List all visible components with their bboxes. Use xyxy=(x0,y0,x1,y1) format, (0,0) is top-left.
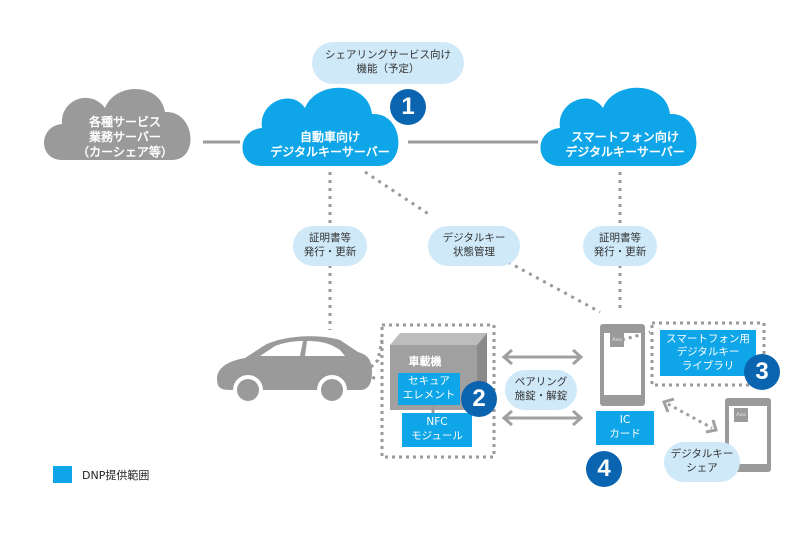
pairing-arrow-lower xyxy=(501,409,584,427)
cloud-auto-key-server-label: 自動車向け デジタルキーサーバー xyxy=(270,130,390,159)
app-icon-secondary: Aaa xyxy=(734,408,748,422)
share-arrow xyxy=(661,397,718,434)
legend: DNP提供範囲 xyxy=(53,466,149,483)
badge-4: 4 xyxy=(586,451,622,487)
badge-1: 1 xyxy=(390,89,426,125)
pill-key-state: デジタルキー 状態管理 xyxy=(428,226,520,266)
legend-label: DNP提供範囲 xyxy=(82,468,150,482)
cloud-auto-key-server xyxy=(242,87,399,166)
secure-element-box: セキュア エレメント xyxy=(398,373,460,405)
dotted-auto-to-keystate xyxy=(364,170,431,217)
pairing-arrow-upper xyxy=(501,348,584,366)
cloud-service-server xyxy=(44,88,191,160)
dotted-car-link-lower xyxy=(365,372,379,382)
pill-pairing: ペアリング 施錠・解錠 xyxy=(505,370,577,410)
ic-card-box: IC カード xyxy=(596,411,654,445)
legend-swatch xyxy=(53,466,72,483)
car-icon xyxy=(217,336,372,405)
dotted-car-link-upper xyxy=(364,339,384,374)
badge-3: 3 xyxy=(744,354,780,390)
cloud-smartphone-key-server-label: スマートフォン向け デジタルキーサーバー xyxy=(565,130,685,159)
badge-2: 2 xyxy=(461,381,497,417)
pill-cert-right: 証明書等 発行・更新 xyxy=(583,226,657,266)
pill-key-share: デジタルキー シェア xyxy=(664,442,740,482)
dotted-keystate-to-phone xyxy=(507,260,601,314)
smartphone-library-box: スマートフォン用 デジタルキー ライブラリ xyxy=(660,330,756,376)
nfc-module-box: NFC モジュール xyxy=(402,413,472,447)
app-icon-main: Aaa xyxy=(610,333,624,347)
cloud-service-server-label: 各種サービス 業務サーバー （カーシェア等） xyxy=(77,115,173,159)
pill-cert-left: 証明書等 発行・更新 xyxy=(293,226,367,266)
vehicle-unit-label: 車載機 xyxy=(408,355,442,368)
dotted-app-to-library xyxy=(621,330,651,342)
cloud-smartphone-key-server xyxy=(540,87,697,166)
pill-sharing-service: シェアリングサービス向け 機能（予定） xyxy=(312,42,464,84)
